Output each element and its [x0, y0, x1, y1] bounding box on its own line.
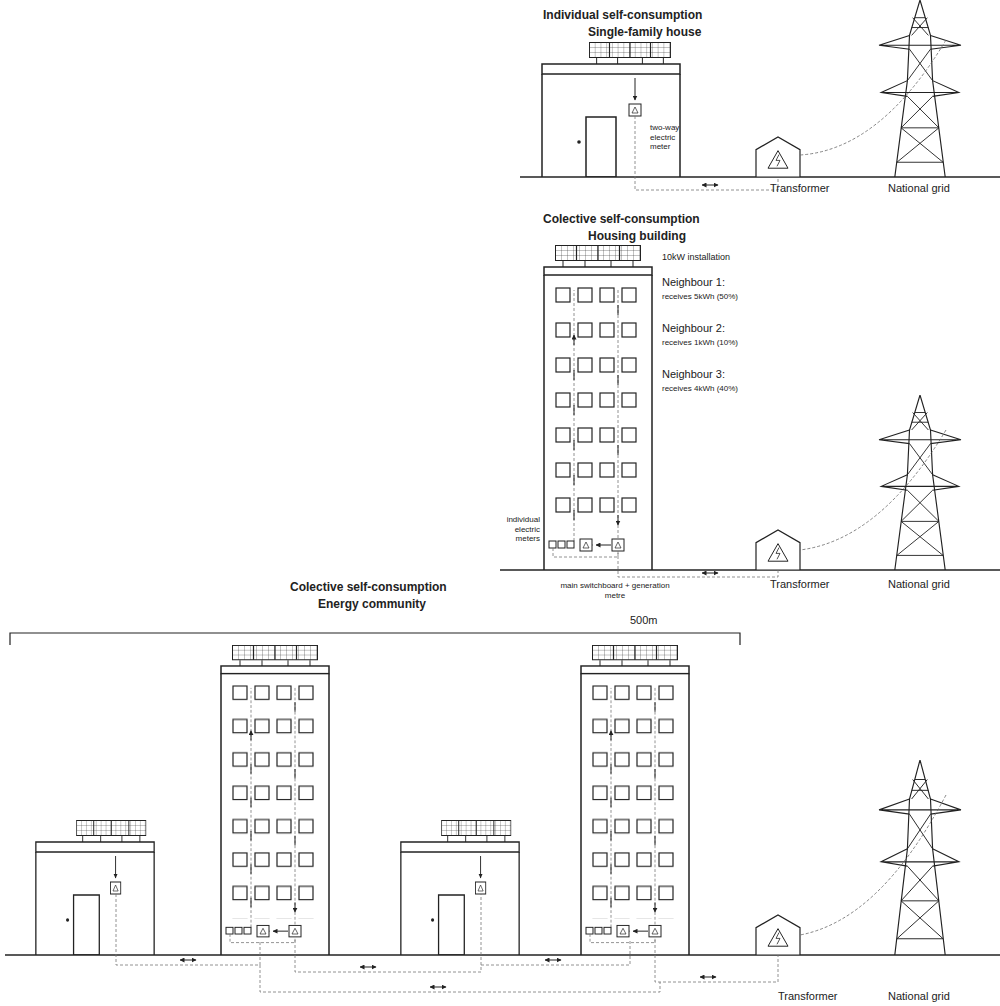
section-heading: Individual self-consumption — [543, 8, 702, 22]
transformer-label: Transformer — [770, 182, 830, 195]
grid-label: National grid — [888, 578, 950, 591]
transformer-label: Transformer — [770, 578, 830, 591]
installation-label: 10kW installation — [662, 252, 730, 263]
neighbour-label: Neighbour 2: — [662, 322, 725, 335]
neighbour-label: Neighbour 3: — [662, 368, 725, 381]
distance-label: 500m — [630, 614, 658, 627]
share-label: receives 5kWh (50%) — [662, 292, 738, 302]
section-subheading: Housing building — [588, 229, 686, 243]
meter-label: two-way electric meter — [650, 123, 694, 152]
section-heading: Colective self-consumption — [543, 212, 700, 226]
share-label: receives 4kWh (40%) — [662, 384, 738, 394]
section-heading: Colective self-consumption — [290, 580, 447, 594]
section-subheading: Energy community — [318, 597, 426, 611]
switchboard-label: main switchboard + generation metre — [560, 581, 670, 600]
section-subheading: Single-family house — [588, 25, 701, 39]
neighbour-label: Neighbour 1: — [662, 276, 725, 289]
share-label: receives 1kWh (10%) — [662, 338, 738, 348]
grid-label: National grid — [888, 990, 950, 1003]
meter-label: individual electric meters — [490, 515, 540, 544]
grid-label: National grid — [888, 182, 950, 195]
transformer-label: Transformer — [778, 990, 838, 1003]
